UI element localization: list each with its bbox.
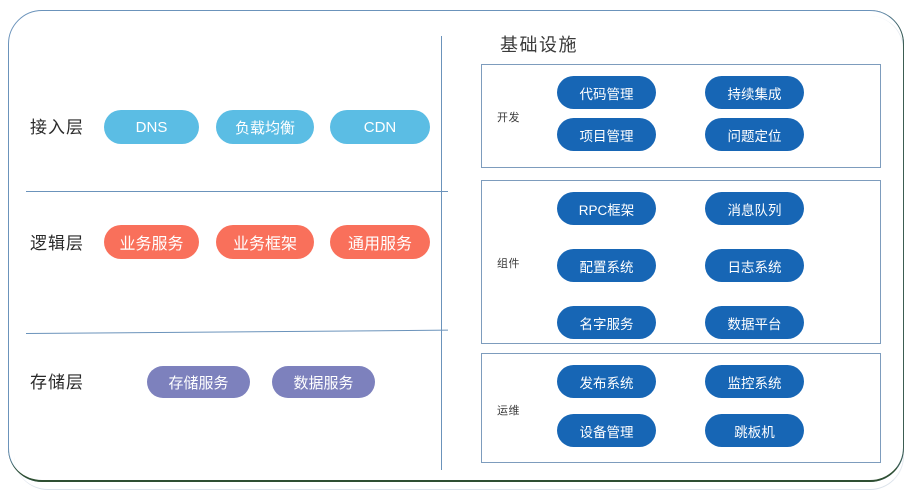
- infra-item-device-management[interactable]: 设备管理: [557, 414, 656, 447]
- infrastructure-title: 基础设施: [500, 35, 578, 55]
- infra-item-jump-server[interactable]: 跳板机: [705, 414, 804, 447]
- group-box-development: [481, 64, 881, 168]
- infra-item-data-platform[interactable]: 数据平台: [705, 306, 804, 339]
- layer-label-logic: 逻辑层: [30, 234, 84, 253]
- divider-access-logic: [26, 191, 448, 192]
- group-box-operations: [481, 353, 881, 463]
- infra-item-message-queue[interactable]: 消息队列: [705, 192, 804, 225]
- logic-item-business-service[interactable]: 业务服务: [104, 225, 199, 259]
- group-box-components: [481, 180, 881, 344]
- logic-item-business-framework[interactable]: 业务框架: [216, 225, 314, 259]
- infra-item-code-management[interactable]: 代码管理: [557, 76, 656, 109]
- panel-separator: [441, 36, 442, 470]
- infra-item-project-management[interactable]: 项目管理: [557, 118, 656, 151]
- group-label-operations: 运维: [497, 405, 520, 417]
- access-item-dns[interactable]: DNS: [104, 110, 199, 144]
- infra-item-logging-system[interactable]: 日志系统: [705, 249, 804, 282]
- infra-item-issue-tracking[interactable]: 问题定位: [705, 118, 804, 151]
- group-label-components: 组件: [497, 258, 520, 270]
- access-item-load-balancer[interactable]: 负载均衡: [216, 110, 314, 144]
- divider-logic-storage: [25, 329, 448, 334]
- storage-item-storage-service[interactable]: 存储服务: [147, 366, 250, 398]
- infra-item-continuous-integration[interactable]: 持续集成: [705, 76, 804, 109]
- infra-item-naming-service[interactable]: 名字服务: [557, 306, 656, 339]
- infrastructure-panel: 基础设施 开发 代码管理 持续集成 项目管理 问题定位 组件 RPC框架 消息队…: [442, 10, 904, 482]
- storage-item-data-service[interactable]: 数据服务: [272, 366, 375, 398]
- application-layers-panel: 接入层 逻辑层 存储层 DNS 负载均衡 CDN 业务服务 业务框架 通用服务 …: [8, 10, 448, 482]
- infra-item-config-system[interactable]: 配置系统: [557, 249, 656, 282]
- infra-item-rpc-framework[interactable]: RPC框架: [557, 192, 656, 225]
- layer-label-access: 接入层: [30, 118, 84, 137]
- access-item-cdn[interactable]: CDN: [330, 110, 430, 144]
- logic-item-common-service[interactable]: 通用服务: [330, 225, 430, 259]
- infra-item-release-system[interactable]: 发布系统: [557, 365, 656, 398]
- layer-label-storage: 存储层: [30, 373, 84, 392]
- infra-item-monitoring-system[interactable]: 监控系统: [705, 365, 804, 398]
- group-label-development: 开发: [497, 112, 520, 124]
